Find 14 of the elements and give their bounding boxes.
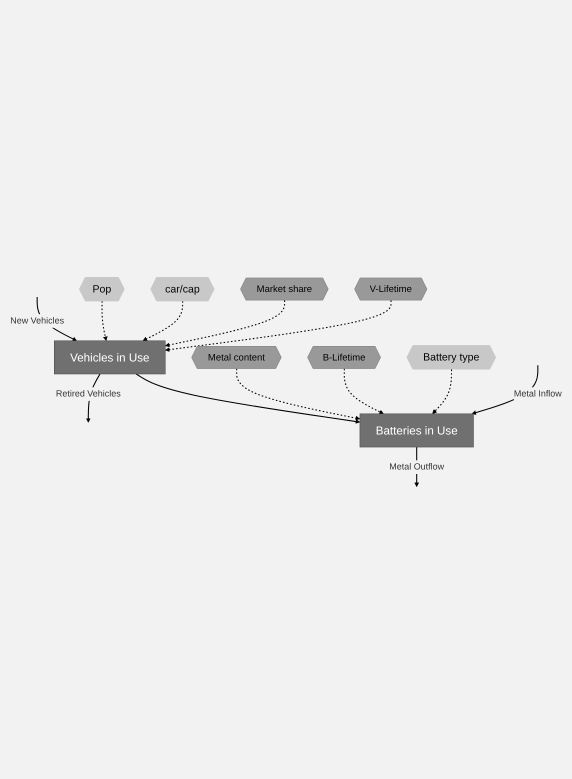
arrow — [136, 373, 360, 424]
arrow — [236, 368, 360, 420]
arrow — [344, 368, 384, 414]
arrow — [165, 300, 392, 352]
node-box: Batteries in Use — [360, 413, 474, 447]
edge-label: Retired Vehicles — [56, 388, 121, 398]
node-box: Vehicles in Use — [54, 340, 166, 374]
arrow — [432, 369, 452, 414]
edge-label: Metal Outflow — [389, 461, 444, 472]
edge-label: New Vehicles — [10, 315, 64, 326]
arrow — [142, 300, 184, 341]
arrow — [102, 300, 108, 341]
edge-label: Metal Inflow — [514, 388, 562, 398]
arrow — [165, 300, 286, 347]
